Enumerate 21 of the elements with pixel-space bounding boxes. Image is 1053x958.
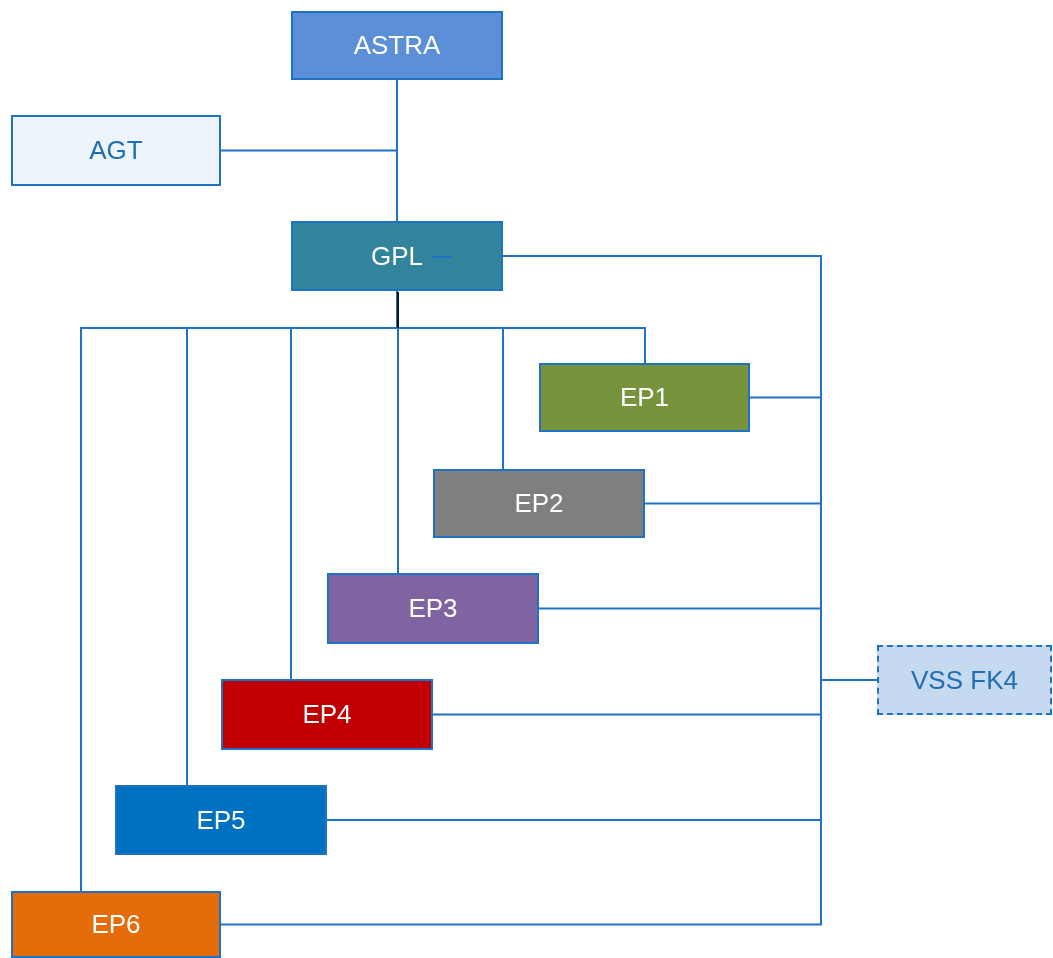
box-label: EP2 (514, 488, 564, 519)
box-label: GPL (371, 240, 423, 272)
process-box (11, 115, 221, 186)
box-label: EP3 (408, 593, 458, 624)
process-box (11, 891, 221, 958)
box-label: EP4 (302, 699, 352, 730)
process-box (539, 363, 750, 432)
process-box (327, 573, 539, 644)
connector-line (220, 149, 398, 222)
process-box (115, 785, 327, 855)
process-box (433, 469, 645, 538)
box-label: EP6 (91, 909, 141, 940)
process-box (291, 221, 503, 291)
box-label: AGT (89, 135, 143, 166)
process-box (877, 645, 1052, 715)
box-label: EP1 (619, 382, 670, 413)
box-label: EP5 (196, 804, 246, 836)
box-label: ASTRA (353, 30, 441, 61)
box-label: VSS FK4 (911, 664, 1018, 696)
process-box (291, 11, 503, 80)
process-box (221, 679, 433, 750)
